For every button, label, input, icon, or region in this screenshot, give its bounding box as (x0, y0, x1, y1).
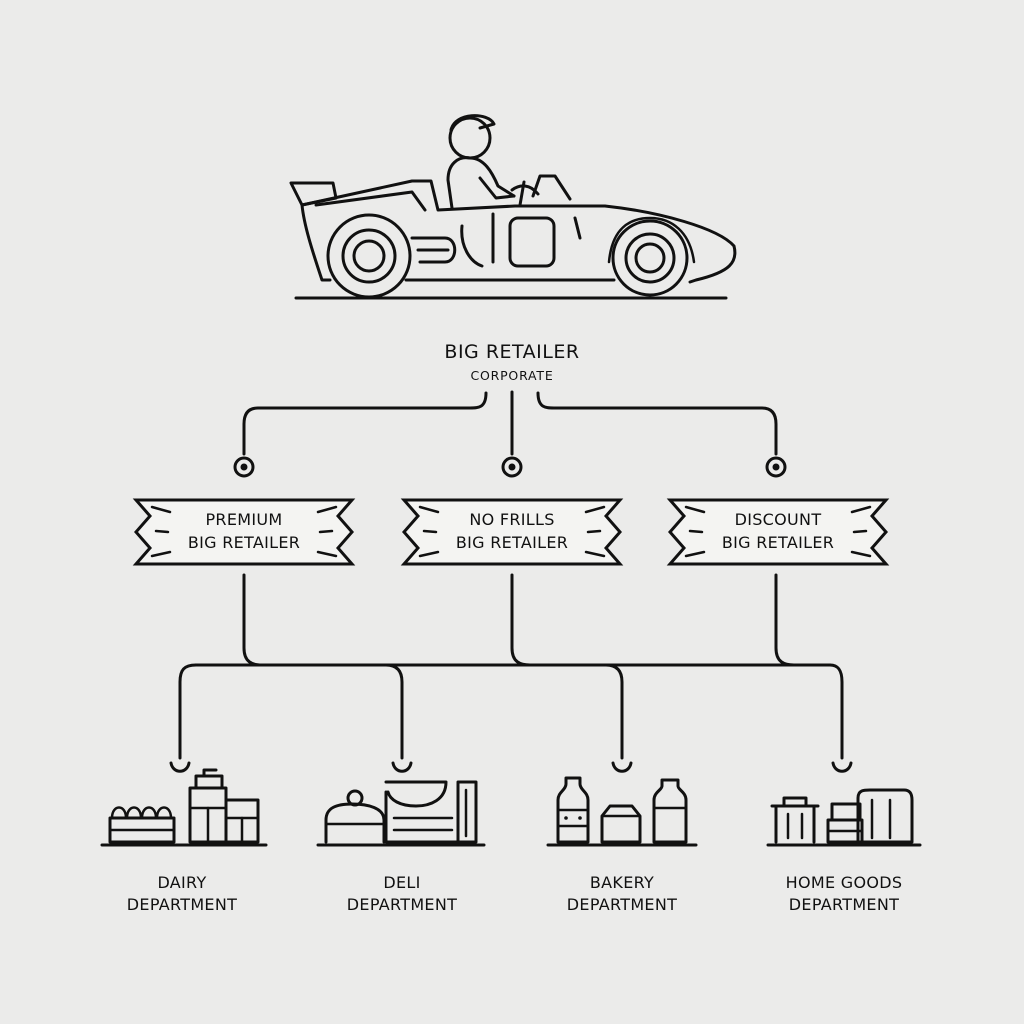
banner-discount-line1: DISCOUNT (735, 510, 822, 529)
department-home-goods-line1: HOME GOODS (786, 873, 903, 892)
department-bakery-line2: DEPARTMENT (567, 895, 677, 914)
department-bakery-line1: BAKERY (590, 873, 654, 892)
department-dairy-line2: DEPARTMENT (127, 895, 237, 914)
department-home-goods-line2: DEPARTMENT (789, 895, 899, 914)
department-connectors (169, 573, 853, 773)
banner-premium: PREMIUM BIG RETAILER (132, 498, 356, 566)
banner-discount: DISCOUNT BIG RETAILER (666, 498, 890, 566)
home-goods-icon (766, 788, 922, 847)
deli-counter-icon (316, 780, 486, 847)
race-car-driver-icon (289, 114, 737, 300)
banner-no-frills-line1: NO FRILLS (469, 510, 554, 529)
bakery-goods-icon (546, 776, 698, 847)
root-title: BIG RETAILER (444, 341, 579, 363)
dairy-products-icon (100, 768, 268, 847)
department-dairy-line1: DAIRY (157, 873, 206, 892)
banner-no-frills: NO FRILLS BIG RETAILER (400, 498, 624, 566)
department-deli-line1: DELI (383, 873, 420, 892)
banner-premium-line2: BIG RETAILER (188, 533, 300, 552)
root-subtitle: CORPORATE (470, 368, 553, 383)
banner-no-frills-line2: BIG RETAILER (456, 533, 568, 552)
banner-discount-line2: BIG RETAILER (722, 533, 834, 552)
department-deli-line2: DEPARTMENT (347, 895, 457, 914)
banner-premium-line1: PREMIUM (205, 510, 282, 529)
root-connectors (233, 390, 787, 478)
